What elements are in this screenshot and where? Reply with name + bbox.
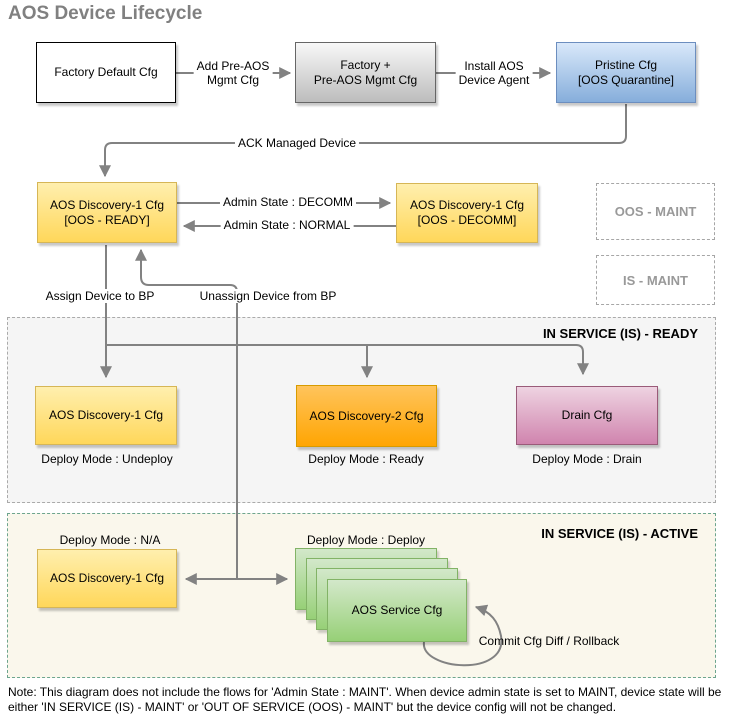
- node-ready-discovery2-cfg: AOS Discovery-2 Cfg: [296, 385, 437, 447]
- node-oos-maint: OOS - MAINT: [596, 183, 715, 240]
- section-header-active: IN SERVICE (IS) - ACTIVE: [541, 526, 698, 541]
- node-drain-cfg: Drain Cfg: [516, 386, 658, 445]
- edge-label-ack: ACK Managed Device: [234, 136, 360, 150]
- edge-unassign-device: [135, 248, 238, 293]
- caption-deploy-na: Deploy Mode : N/A: [59, 533, 161, 547]
- edge-label-install-agent: Install AOS Device Agent: [455, 59, 533, 87]
- edge-label-add-preaos: Add Pre-AOS Mgmt Cfg: [193, 59, 273, 87]
- node-factory-default-cfg: Factory Default Cfg: [36, 42, 176, 103]
- node-aos-service-cfg: AOS Service Cfg: [327, 579, 467, 642]
- edge-label-assign: Assign Device to BP: [42, 289, 158, 303]
- node-pristine-cfg: Pristine Cfg [OOS Quarantine]: [556, 42, 696, 103]
- caption-deploy-deploy: Deploy Mode : Deploy: [306, 533, 426, 547]
- node-is-maint: IS - MAINT: [596, 255, 715, 305]
- diagram-title: AOS Device Lifecycle: [8, 3, 203, 24]
- node-ready-discovery1-cfg: AOS Discovery-1 Cfg: [35, 386, 177, 445]
- edge-ack-managed-device: [99, 104, 627, 178]
- edge-label-commit-rollback: Commit Cfg Diff / Rollback: [478, 634, 620, 648]
- edge-label-admin-decomm: Admin State : DECOMM: [219, 195, 357, 209]
- caption-deploy-undeploy: Deploy Mode : Undeploy: [41, 452, 173, 466]
- node-oos-decomm-cfg: AOS Discovery-1 Cfg [OOS - DECOMM]: [396, 183, 538, 243]
- diagram-note: Note: This diagram does not include the …: [8, 685, 722, 714]
- caption-deploy-ready: Deploy Mode : Ready: [308, 452, 424, 466]
- section-header-ready: IN SERVICE (IS) - READY: [542, 326, 698, 341]
- node-oos-ready-cfg: AOS Discovery-1 Cfg [OOS - READY]: [37, 182, 177, 243]
- caption-deploy-drain: Deploy Mode : Drain: [532, 452, 642, 466]
- node-factory-preaos-cfg: Factory + Pre-AOS Mgmt Cfg: [295, 42, 436, 103]
- edge-label-unassign: Unassign Device from BP: [196, 289, 340, 303]
- edge-label-admin-normal: Admin State : NORMAL: [220, 218, 354, 232]
- node-active-discovery1-cfg: AOS Discovery-1 Cfg: [37, 549, 177, 608]
